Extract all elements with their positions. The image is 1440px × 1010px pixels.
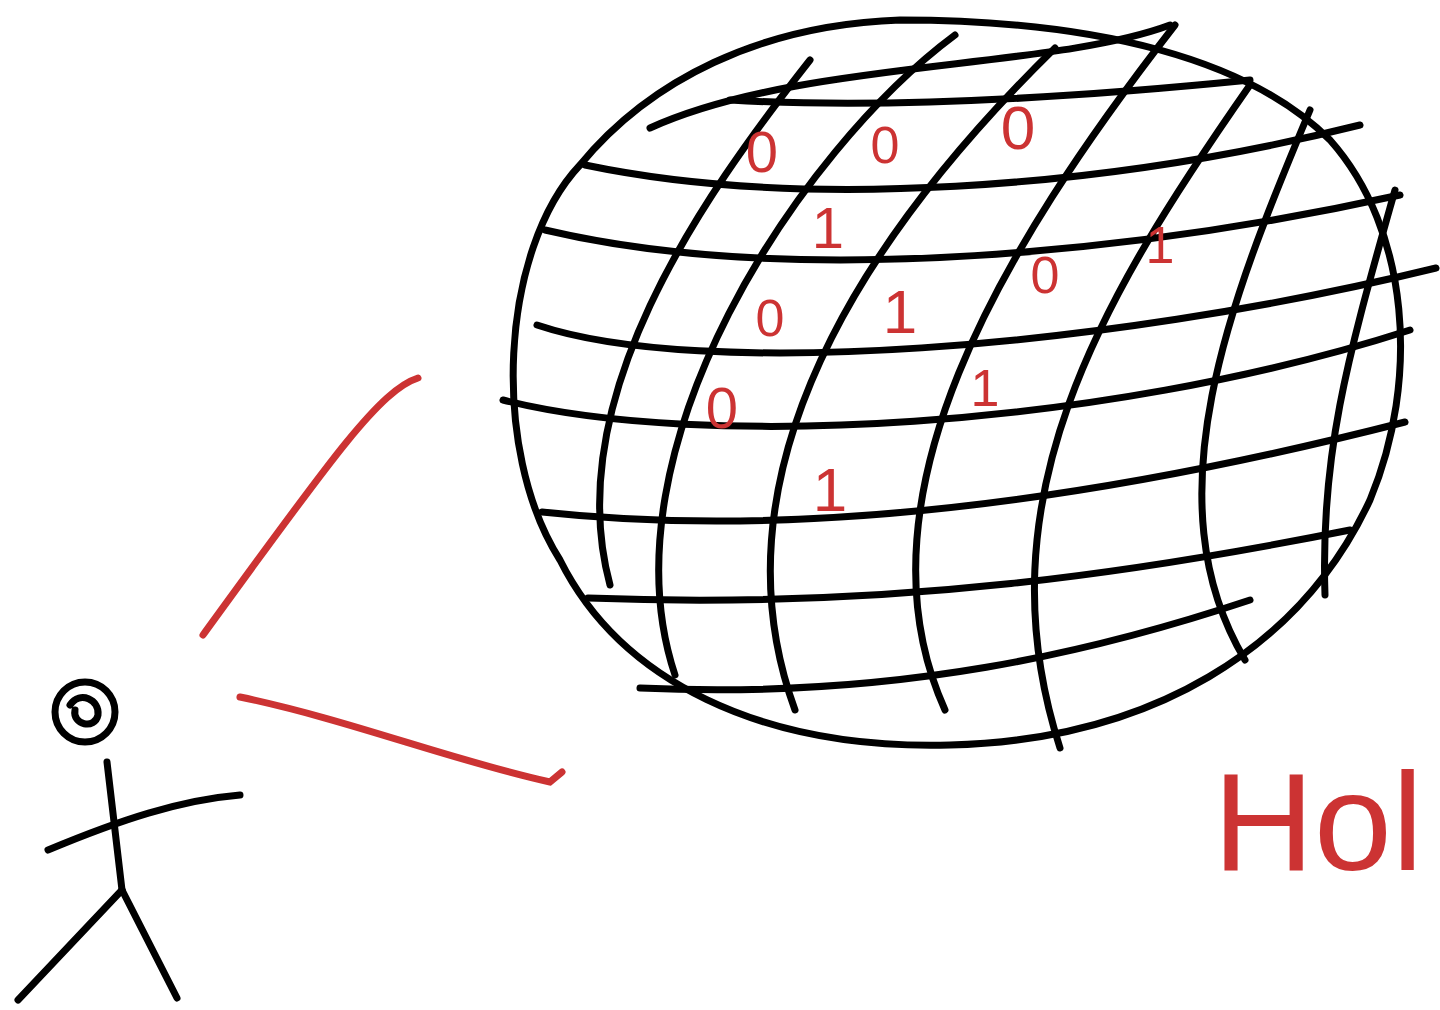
binary-digit: 1 — [883, 281, 917, 343]
binary-digit: 0 — [871, 119, 900, 171]
binary-digit: 0 — [1001, 97, 1035, 159]
binary-digit: 1 — [1146, 219, 1175, 271]
stick-figure — [18, 682, 240, 1000]
grid-sphere — [503, 20, 1436, 748]
binary-digit: 1 — [971, 362, 1000, 414]
binary-digit: 0 — [1031, 249, 1060, 301]
binary-digit: 0 — [706, 379, 738, 437]
binary-digit: 1 — [812, 199, 844, 257]
binary-digit: 0 — [746, 123, 778, 181]
binary-digit: 1 — [813, 459, 847, 521]
view-lines — [203, 378, 562, 782]
handwritten-note: Hol — [1213, 752, 1423, 892]
binary-digit: 0 — [756, 292, 785, 344]
